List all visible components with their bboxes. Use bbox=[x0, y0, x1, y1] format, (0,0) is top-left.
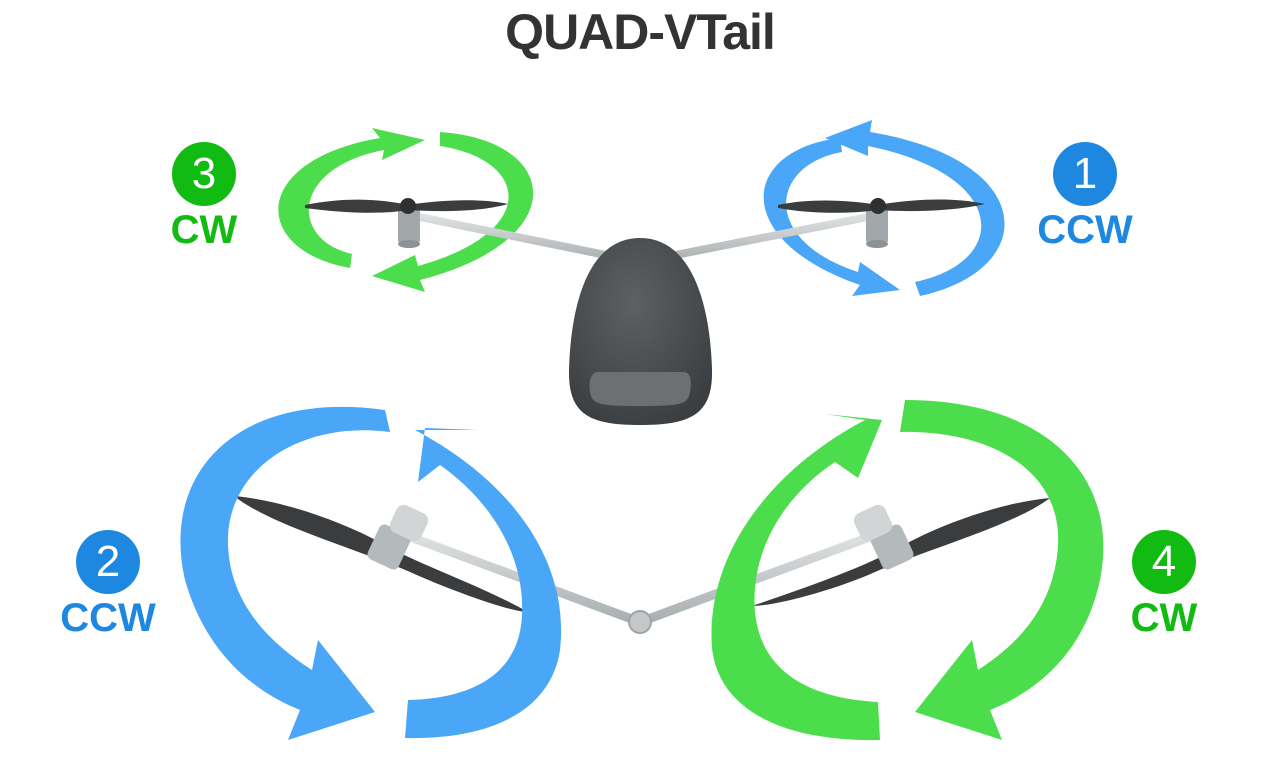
motor-1-assembly bbox=[778, 198, 985, 248]
motor-3-label: 3 CW bbox=[144, 142, 264, 252]
fuselage bbox=[568, 238, 713, 425]
motor-4-label: 4 CW bbox=[1104, 530, 1224, 640]
rotation-arrow-motor-2 bbox=[180, 406, 562, 740]
motor-4-direction: CW bbox=[1130, 596, 1198, 640]
rotation-arrow-motor-4 bbox=[711, 400, 1104, 741]
tail-hub bbox=[628, 610, 652, 634]
front-arm-right bbox=[636, 211, 882, 266]
motor-3-direction: CW bbox=[170, 208, 238, 252]
motor-3-number-badge: 3 bbox=[172, 142, 236, 206]
rotation-arrow-motor-1 bbox=[763, 120, 1005, 296]
motor-2-direction: CCW bbox=[60, 596, 156, 640]
motor-1-label: 1 CCW bbox=[1025, 142, 1145, 252]
vtail-arm-right bbox=[635, 530, 880, 627]
front-arm-left bbox=[406, 211, 644, 266]
motor-1-direction: CCW bbox=[1037, 208, 1133, 252]
motor-2-number-badge: 2 bbox=[76, 530, 140, 594]
motor-1-number-badge: 1 bbox=[1053, 142, 1117, 206]
motor-4-number-badge: 4 bbox=[1132, 530, 1196, 594]
motor-2-label: 2 CCW bbox=[48, 530, 168, 640]
motor-4-assembly bbox=[752, 498, 1050, 606]
motor-3-assembly bbox=[305, 198, 508, 248]
diagram-title: QUAD-VTail bbox=[505, 4, 776, 60]
rotation-arrow-motor-3 bbox=[278, 128, 534, 292]
motor-2-assembly bbox=[234, 496, 528, 612]
